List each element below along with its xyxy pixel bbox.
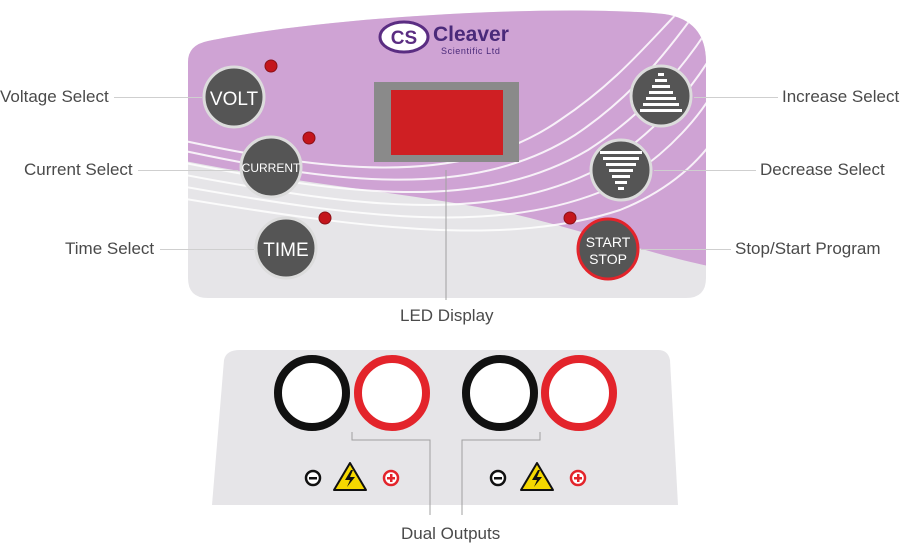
increase-select-label: Increase Select xyxy=(782,87,900,106)
increase-button[interactable] xyxy=(629,64,693,128)
volt-button-label: VOLT xyxy=(210,89,259,110)
output-2-negative-socket[interactable] xyxy=(462,355,538,431)
time-indicator-led xyxy=(318,211,332,225)
time-select-label: Time Select xyxy=(65,239,155,258)
plus-icon xyxy=(569,469,587,487)
time-button-label: TIME xyxy=(263,240,308,261)
voltage-select-label: Voltage Select xyxy=(0,87,109,106)
high-voltage-warning-icon xyxy=(333,462,367,491)
output-2-positive-socket[interactable] xyxy=(541,355,617,431)
start-label: START xyxy=(586,234,631,250)
minus-icon xyxy=(489,469,507,487)
stop-start-leader xyxy=(641,249,731,250)
brand-name: Cleaver xyxy=(433,23,509,46)
brand-logo: CS Cleaver Scientific Ltd xyxy=(378,20,509,56)
volt-button[interactable]: VOLT xyxy=(202,65,266,129)
output-1-negative-socket[interactable] xyxy=(274,355,350,431)
current-select-leader xyxy=(138,170,238,171)
increase-triangle-icon xyxy=(640,73,682,112)
decrease-select-label: Decrease Select xyxy=(760,160,885,179)
time-select-leader xyxy=(160,249,254,250)
decrease-triangle-icon xyxy=(600,151,642,190)
volt-indicator-led xyxy=(264,59,278,73)
current-button[interactable]: CURRENT xyxy=(239,135,303,199)
high-voltage-warning-icon xyxy=(520,462,554,491)
voltage-select-leader xyxy=(114,97,202,98)
stop-label: STOP xyxy=(589,251,627,267)
output-2-symbols xyxy=(489,462,587,491)
output-1-positive-socket[interactable] xyxy=(354,355,430,431)
stop-start-program-label: Stop/Start Program xyxy=(735,239,881,258)
led-display xyxy=(374,82,519,162)
start-indicator-led xyxy=(563,211,577,225)
time-button[interactable]: TIME xyxy=(254,216,318,280)
dual-outputs-leader xyxy=(351,432,541,515)
current-select-label: Current Select xyxy=(24,160,133,179)
plus-icon xyxy=(382,469,400,487)
current-button-label: CURRENT xyxy=(242,161,301,175)
current-indicator-led xyxy=(302,131,316,145)
start-stop-button[interactable]: START STOP xyxy=(576,217,640,281)
minus-icon xyxy=(304,469,322,487)
decrease-select-leader xyxy=(654,170,756,171)
increase-select-leader xyxy=(694,97,778,98)
led-display-label: LED Display xyxy=(400,306,494,325)
brand-subtitle: Scientific Ltd xyxy=(441,46,500,56)
decrease-button[interactable] xyxy=(589,138,653,202)
output-1-symbols xyxy=(304,462,400,491)
logo-monogram: CS xyxy=(391,28,417,49)
dual-outputs-label: Dual Outputs xyxy=(401,524,501,543)
